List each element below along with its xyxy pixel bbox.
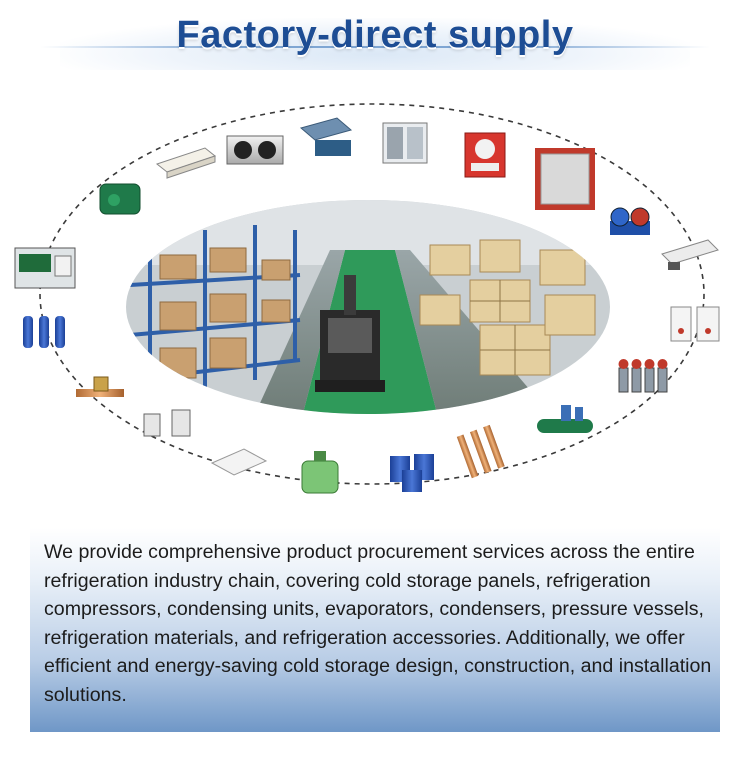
cooling-tower-icon (382, 122, 428, 164)
control-box-icon (670, 306, 720, 342)
air-curtain-icon (661, 239, 719, 270)
banner-glow (60, 18, 690, 70)
page-title: Factory-direct supply (176, 14, 574, 56)
condenser-icon (299, 117, 353, 156)
product-icons (14, 117, 720, 494)
valves-icon (618, 359, 668, 393)
description-text: We provide comprehensive product procure… (44, 541, 712, 706)
refrigerant-cylinder-icon (301, 451, 339, 494)
pressure-vessel-icon (537, 405, 593, 433)
product-ring-diagram (14, 103, 720, 494)
compressor-icon (99, 183, 141, 215)
condensing-unit-icon (14, 247, 76, 289)
manifold-gauge-icon (610, 207, 650, 235)
title-banner: Factory-direct supply (0, 0, 750, 78)
dashed-ring (39, 103, 705, 485)
heat-pump-unit-icon (464, 132, 506, 178)
pressure-switch-icon (143, 409, 191, 437)
evaporator-icon (226, 135, 284, 165)
cold-room-door-icon (535, 148, 595, 210)
description-panel: We provide comprehensive product procure… (30, 528, 720, 732)
filter-drier-icon (23, 316, 65, 348)
expansion-valve-icon (76, 376, 124, 397)
drip-tray-icon (210, 448, 268, 476)
banner-line (40, 46, 710, 48)
copper-pipes-icon (456, 424, 505, 479)
cold-storage-panel-icon (155, 147, 217, 179)
warehouse-photo (126, 200, 610, 414)
oil-drums-icon (390, 454, 434, 492)
